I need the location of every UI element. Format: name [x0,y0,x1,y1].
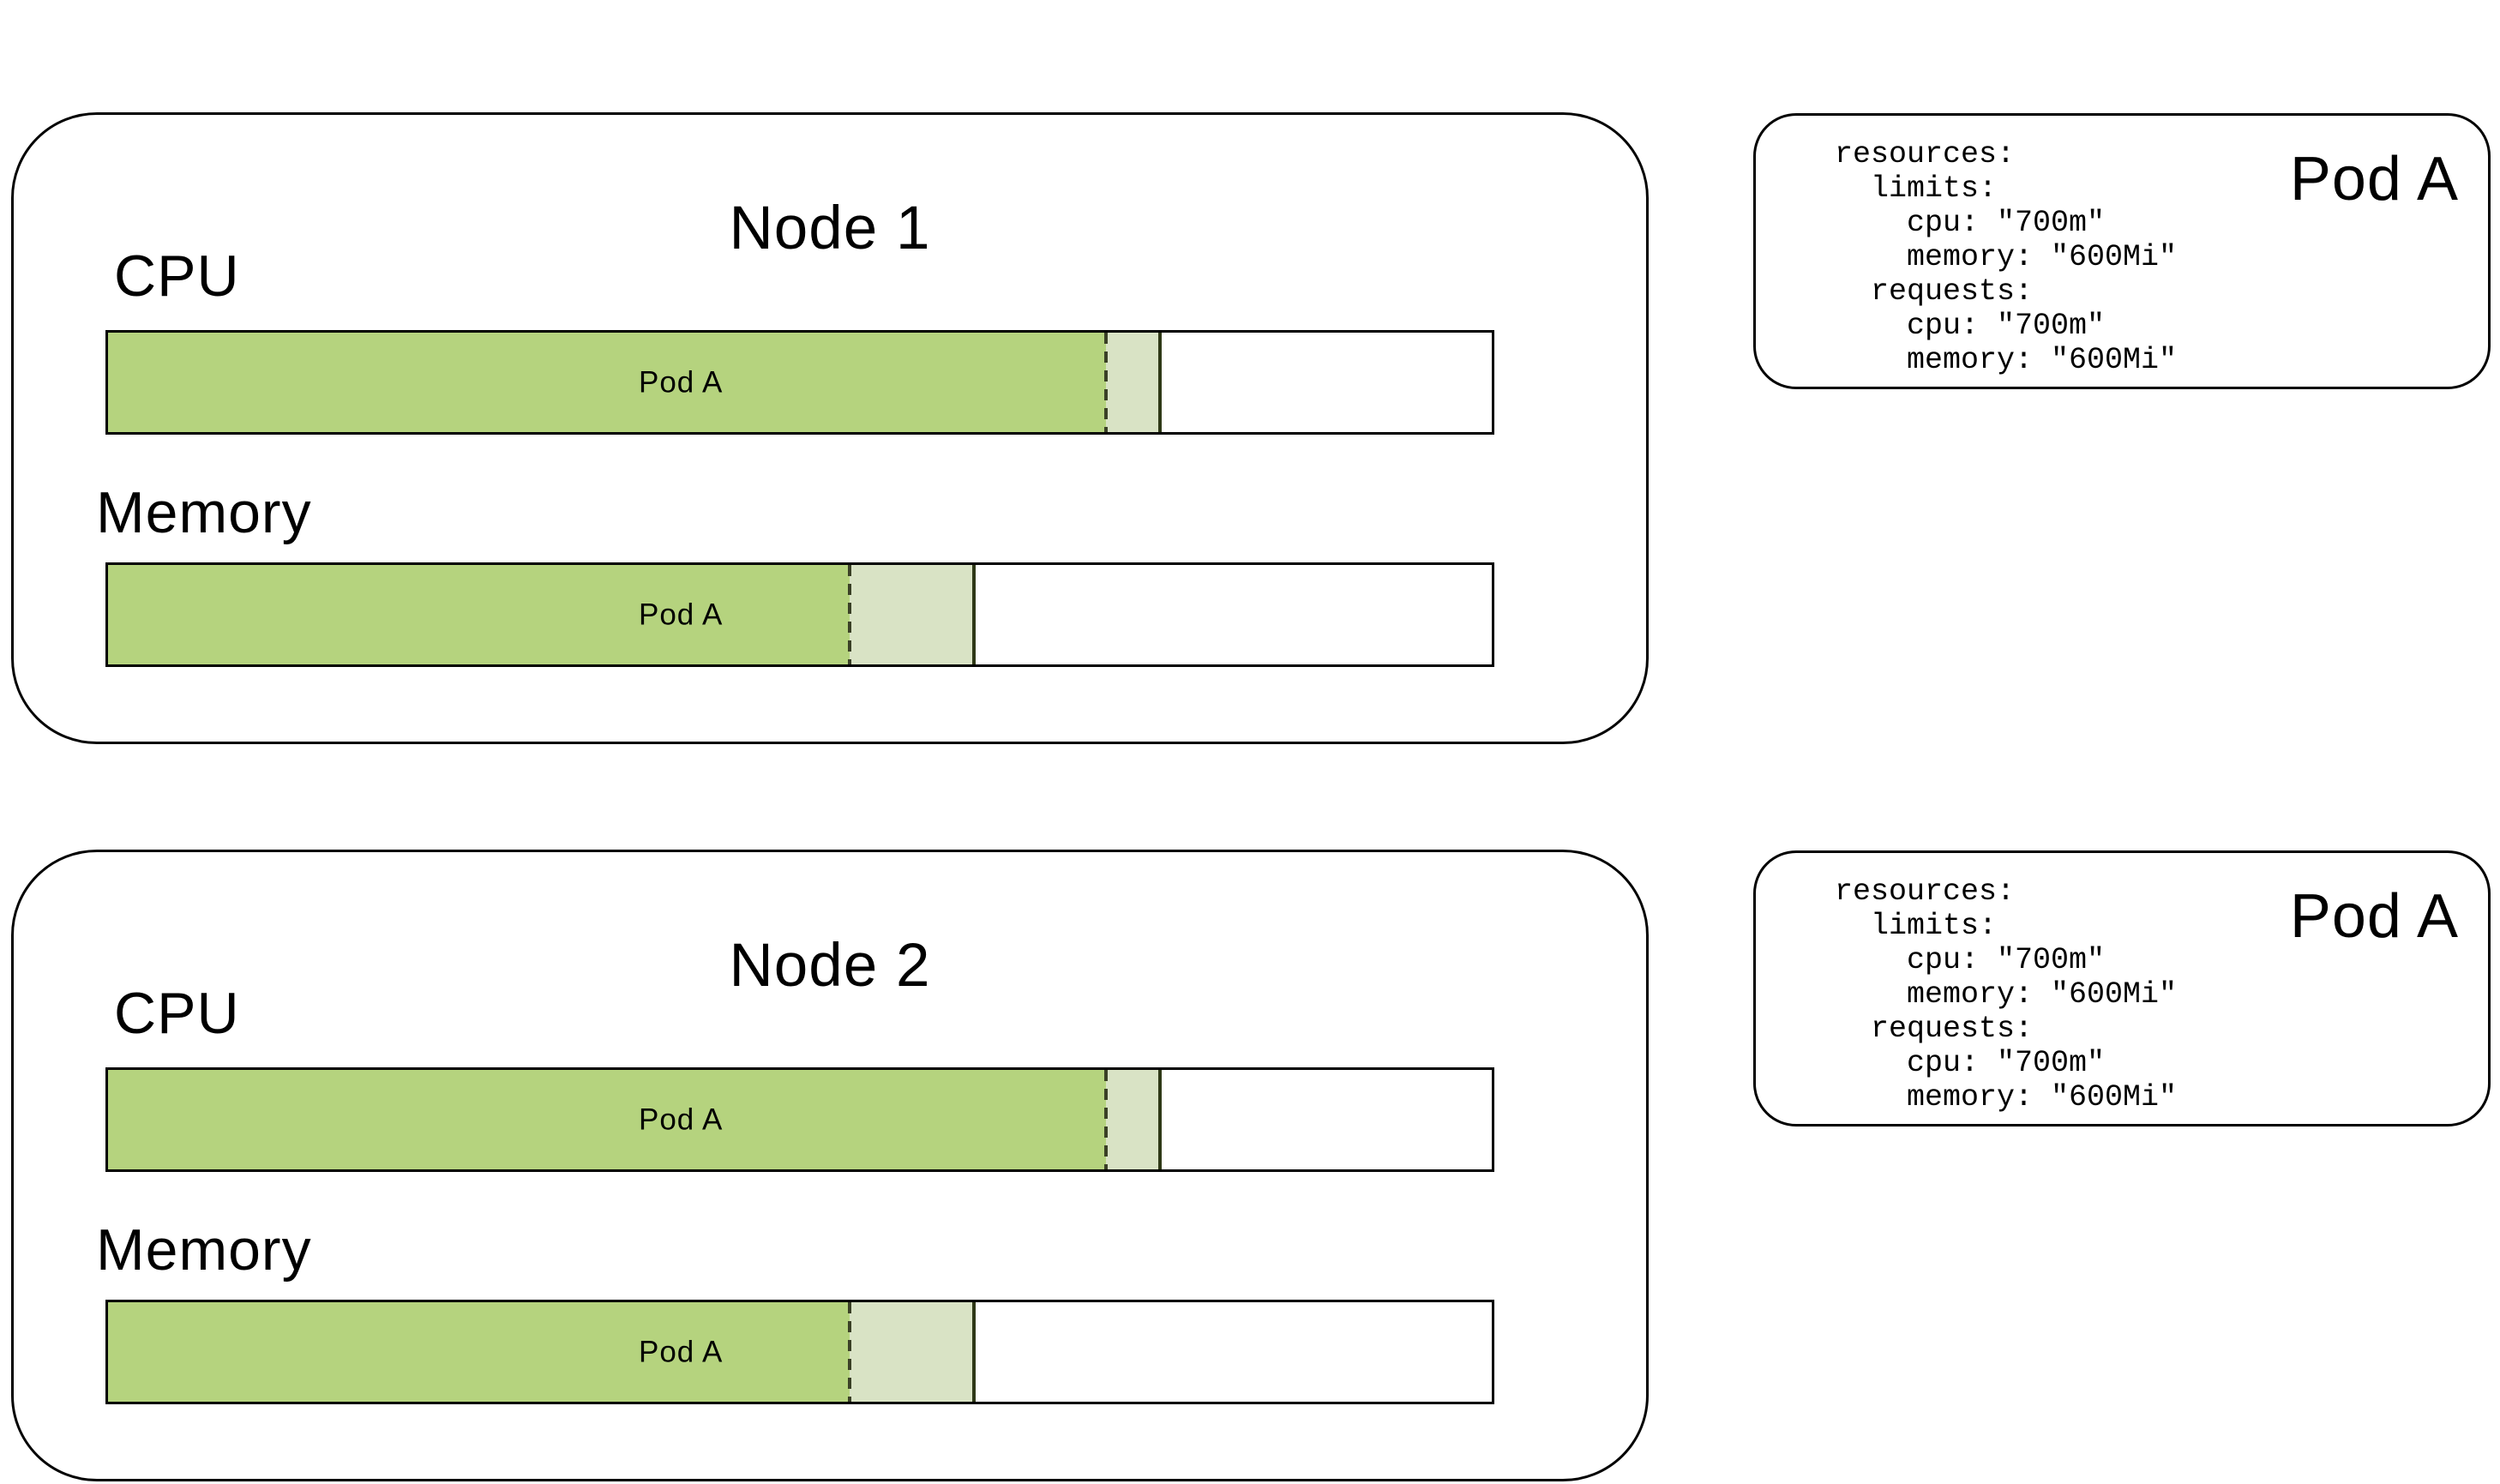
yaml-line: resources: [1835,137,2016,171]
request-dashed-line [848,1302,852,1402]
yaml-code-block: resources: limits: cpu: "700m" memory: "… [1835,137,2177,377]
memory-label: Memory [96,480,312,545]
pod-fill-segment [108,565,850,664]
pod-fill-segment [108,333,1106,432]
capacity-divider-line [972,1302,977,1402]
yaml-line: cpu: "700m" [1835,206,2106,240]
request-dashed-line [1103,1070,1108,1169]
node-title: Node 1 [729,195,931,262]
pod-spec-title: Pod A [2289,145,2459,213]
capacity-divider-line [972,565,977,664]
yaml-line: cpu: "700m" [1835,1046,2106,1080]
cpu-usage-bar: Pod A [105,330,1494,435]
overhead-segment [1105,1070,1160,1169]
overhead-segment [1105,333,1160,432]
capacity-divider-line [1157,1070,1162,1169]
cpu-label: CPU [114,981,240,1046]
request-dashed-line [1103,333,1108,432]
yaml-code-block: resources: limits: cpu: "700m" memory: "… [1835,874,2177,1115]
yaml-line: requests: [1835,274,2034,309]
yaml-line: memory: "600Mi" [1835,1080,2178,1115]
capacity-divider-line [1157,333,1162,432]
yaml-line: cpu: "700m" [1835,309,2106,343]
yaml-line: memory: "600Mi" [1835,240,2178,274]
memory-usage-bar: Pod A [105,562,1494,667]
yaml-line: memory: "600Mi" [1835,977,2178,1012]
yaml-line: requests: [1835,1012,2034,1046]
pod-label: Pod A [638,598,724,632]
pod-spec-title: Pod A [2289,882,2459,951]
yaml-line: limits: [1835,171,1998,206]
pod-label: Pod A [638,1335,724,1369]
yaml-line: cpu: "700m" [1835,943,2106,977]
pod-fill-segment [108,1070,1106,1169]
cpu-usage-bar: Pod A [105,1067,1494,1172]
node-card-2: Node 2 CPU Pod A Memory Pod A [11,850,1649,1481]
overhead-segment [850,565,975,664]
yaml-line: resources: [1835,874,2016,909]
request-dashed-line [848,565,852,664]
memory-usage-bar: Pod A [105,1300,1494,1404]
overhead-segment [850,1302,975,1402]
pod-fill-segment [108,1302,850,1402]
pod-label: Pod A [638,365,724,400]
pod-label: Pod A [638,1102,724,1137]
node-card-1: Node 1 CPU Pod A Memory Pod A [11,112,1649,744]
yaml-line: limits: [1835,909,1998,943]
yaml-line: memory: "600Mi" [1835,343,2178,377]
memory-label: Memory [96,1217,312,1283]
pod-spec-card-2: Pod A resources: limits: cpu: "700m" mem… [1753,850,2491,1127]
node-title: Node 2 [729,932,931,1000]
cpu-label: CPU [114,243,240,309]
pod-spec-card-1: Pod A resources: limits: cpu: "700m" mem… [1753,113,2491,389]
